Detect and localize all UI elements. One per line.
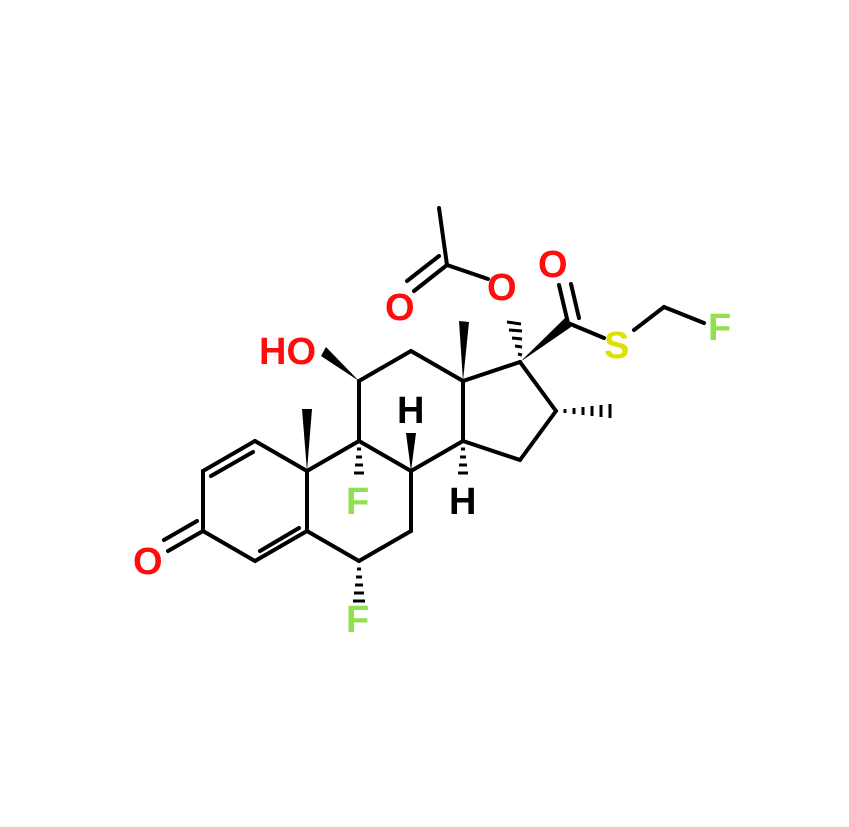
bond-c3-c4 xyxy=(201,529,257,563)
ring-c-bonds xyxy=(357,349,465,473)
c6-fluorine-label: F xyxy=(346,599,369,641)
bond-cacyl-ch3 xyxy=(437,206,449,267)
bond-c15-c14 xyxy=(461,439,522,462)
wedge-c11-oh xyxy=(321,347,359,381)
hash-c16-methyl xyxy=(563,404,612,418)
hash-c14-h xyxy=(458,447,468,475)
thioester-sulfur-label: S xyxy=(604,325,629,367)
bond-c3-o xyxy=(166,529,205,553)
acetate-carbonyl-oxygen-label: O xyxy=(385,287,415,329)
bond-c9-c10 xyxy=(305,439,361,473)
bond-c20-s xyxy=(566,321,606,340)
ring-b-bonds xyxy=(305,439,413,563)
wedge-c8-h xyxy=(406,433,416,471)
bond-c5-c6 xyxy=(305,529,361,563)
ketone-oxygen-label: O xyxy=(133,541,163,583)
acetate-ester-oxygen-label: O xyxy=(487,267,517,309)
bond-c20-o-double xyxy=(569,282,581,320)
bond-c17-c16 xyxy=(518,360,558,413)
bond-c4-c5-double xyxy=(258,526,301,553)
bond-c8-c9 xyxy=(357,439,413,473)
bond-c1-c2 xyxy=(201,439,257,473)
bond-c11-c12 xyxy=(357,349,413,383)
ring-a-bonds xyxy=(162,439,309,563)
wedge-c17-c20 xyxy=(520,318,571,362)
wedge-c10-methyl xyxy=(302,409,312,471)
side-chain-bonds xyxy=(405,206,706,340)
hash-c9-f xyxy=(354,447,364,475)
bond-s-ch2 xyxy=(632,305,666,332)
hydroxyl-label: HO xyxy=(259,331,316,373)
bond-c13-c17 xyxy=(461,360,522,383)
ring-d-bonds xyxy=(461,360,558,462)
c8-hydrogen-label: H xyxy=(397,390,424,432)
bond-c10-c1 xyxy=(253,439,309,473)
c9-fluorine-label: F xyxy=(346,481,369,523)
bond-c12-c13 xyxy=(409,349,465,383)
hash-bonds xyxy=(353,320,612,603)
hash-c17-o xyxy=(506,320,523,357)
fluoromethyl-fluorine-label: F xyxy=(708,307,731,349)
bond-cacyl-o xyxy=(412,263,449,293)
bond-cacyl-o-double xyxy=(405,254,441,283)
bond-c4-c5 xyxy=(253,529,309,563)
bond-c20-o xyxy=(557,283,570,325)
hash-c6-f xyxy=(353,567,365,603)
c14-hydrogen-label: H xyxy=(449,481,476,523)
bond-ch2-f xyxy=(662,305,706,325)
bond-c6-c7 xyxy=(357,529,413,563)
bond-c1-c2-double xyxy=(209,450,255,478)
bond-c3-o-double xyxy=(162,519,199,542)
thioester-carbonyl-oxygen-label: O xyxy=(538,244,568,286)
bond-o-cacyl xyxy=(445,263,490,281)
bond-c16-c15 xyxy=(518,409,558,462)
wedge-c13-methyl xyxy=(459,321,469,381)
atom-labels: HO O O O S F O F F H H xyxy=(133,244,731,641)
wedge-bonds xyxy=(302,318,571,471)
bond-c14-c8 xyxy=(409,439,465,473)
